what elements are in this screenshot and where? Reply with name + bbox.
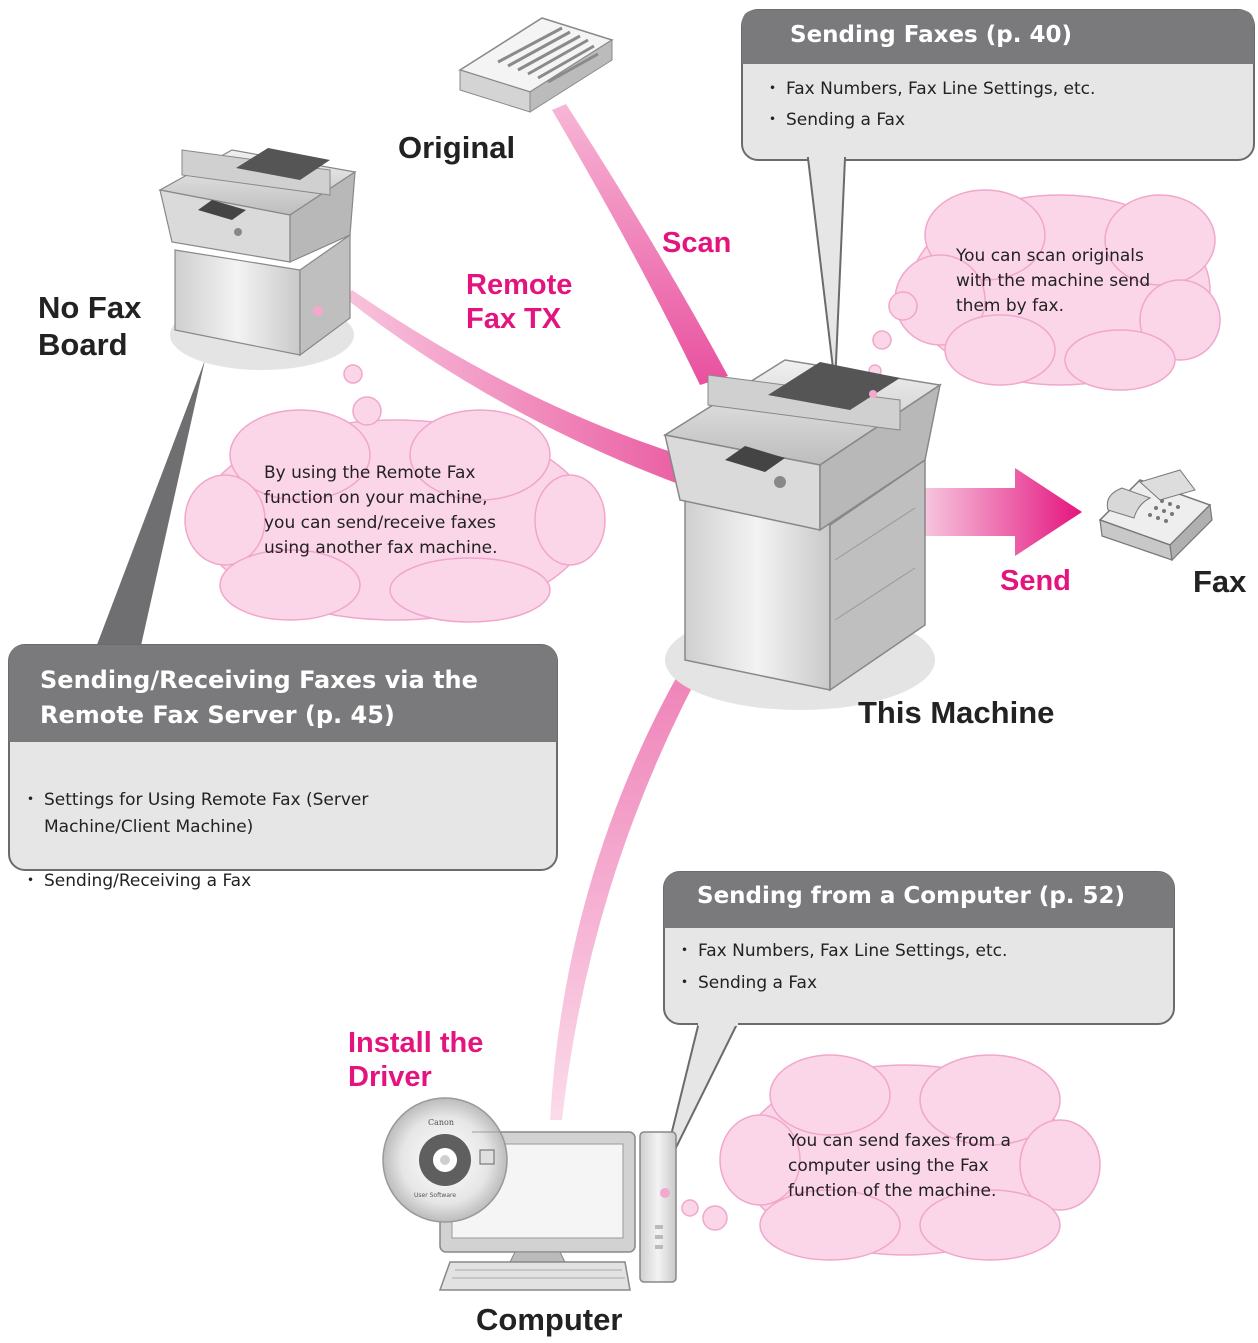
cd-brand-text: Canon bbox=[428, 1118, 455, 1127]
cloud-scan-send bbox=[868, 189, 1221, 391]
callout-title-sending-faxes: Sending Faxes (p. 40) bbox=[790, 22, 1072, 48]
label-this-machine: This Machine bbox=[858, 695, 1055, 730]
callout-list-sending-faxes: Fax Numbers, Fax Line Settings, etc. Sen… bbox=[764, 74, 1095, 136]
label-install-driver: Install the Driver bbox=[348, 1027, 484, 1094]
remote-callout-pointer bbox=[95, 360, 205, 650]
label-fax: Fax bbox=[1193, 564, 1247, 599]
fax-machine-icon bbox=[1098, 469, 1213, 562]
list-item: Sending/Receiving a Fax bbox=[22, 868, 368, 895]
label-no-fax-board: No Fax Board bbox=[38, 290, 142, 362]
send-flow-arrow bbox=[925, 468, 1082, 556]
remote-fax-tx-flow-band bbox=[345, 290, 700, 492]
computer-icon bbox=[382, 1097, 677, 1291]
scan-flow-band bbox=[552, 104, 728, 385]
list-item: Fax Numbers, Fax Line Settings, etc. bbox=[764, 74, 1095, 105]
original-document-icon bbox=[458, 17, 614, 113]
cd-caption-text: User Software bbox=[414, 1192, 457, 1199]
label-remote-fax-tx: Remote Fax TX bbox=[466, 269, 573, 336]
label-send: Send bbox=[1000, 565, 1071, 597]
callout-title-remote-fax-server: Sending/Receiving Faxes via the Remote F… bbox=[40, 666, 478, 729]
cloud-remote-fax bbox=[184, 335, 606, 623]
list-item: Fax Numbers, Fax Line Settings, etc. bbox=[676, 935, 1007, 967]
list-item: Settings for Using Remote Fax (Server Ma… bbox=[22, 787, 368, 841]
list-item: Sending a Fax bbox=[676, 967, 1007, 999]
callout-list-remote-fax-server: Settings for Using Remote Fax (Server Ma… bbox=[22, 760, 368, 922]
cloud-text-remote-fax: By using the Remote Fax function on your… bbox=[264, 463, 498, 558]
cloud-text-scan-send: You can scan originals with the machine … bbox=[956, 246, 1151, 316]
install-driver-flow-band bbox=[550, 640, 712, 1120]
callout-list-from-computer: Fax Numbers, Fax Line Settings, etc. Sen… bbox=[676, 935, 1007, 999]
list-item: Sending a Fax bbox=[764, 105, 1095, 136]
cloud-computer-fax bbox=[661, 1054, 1101, 1261]
cloud-text-computer-fax: You can send faxes from a computer using… bbox=[788, 1131, 1011, 1201]
no-fax-board-machine-icon bbox=[158, 148, 357, 370]
this-machine-icon bbox=[662, 359, 943, 710]
label-original: Original bbox=[398, 130, 516, 165]
label-computer: Computer bbox=[476, 1302, 623, 1337]
callout-title-from-computer: Sending from a Computer (p. 52) bbox=[697, 883, 1126, 909]
label-scan: Scan bbox=[662, 227, 732, 259]
